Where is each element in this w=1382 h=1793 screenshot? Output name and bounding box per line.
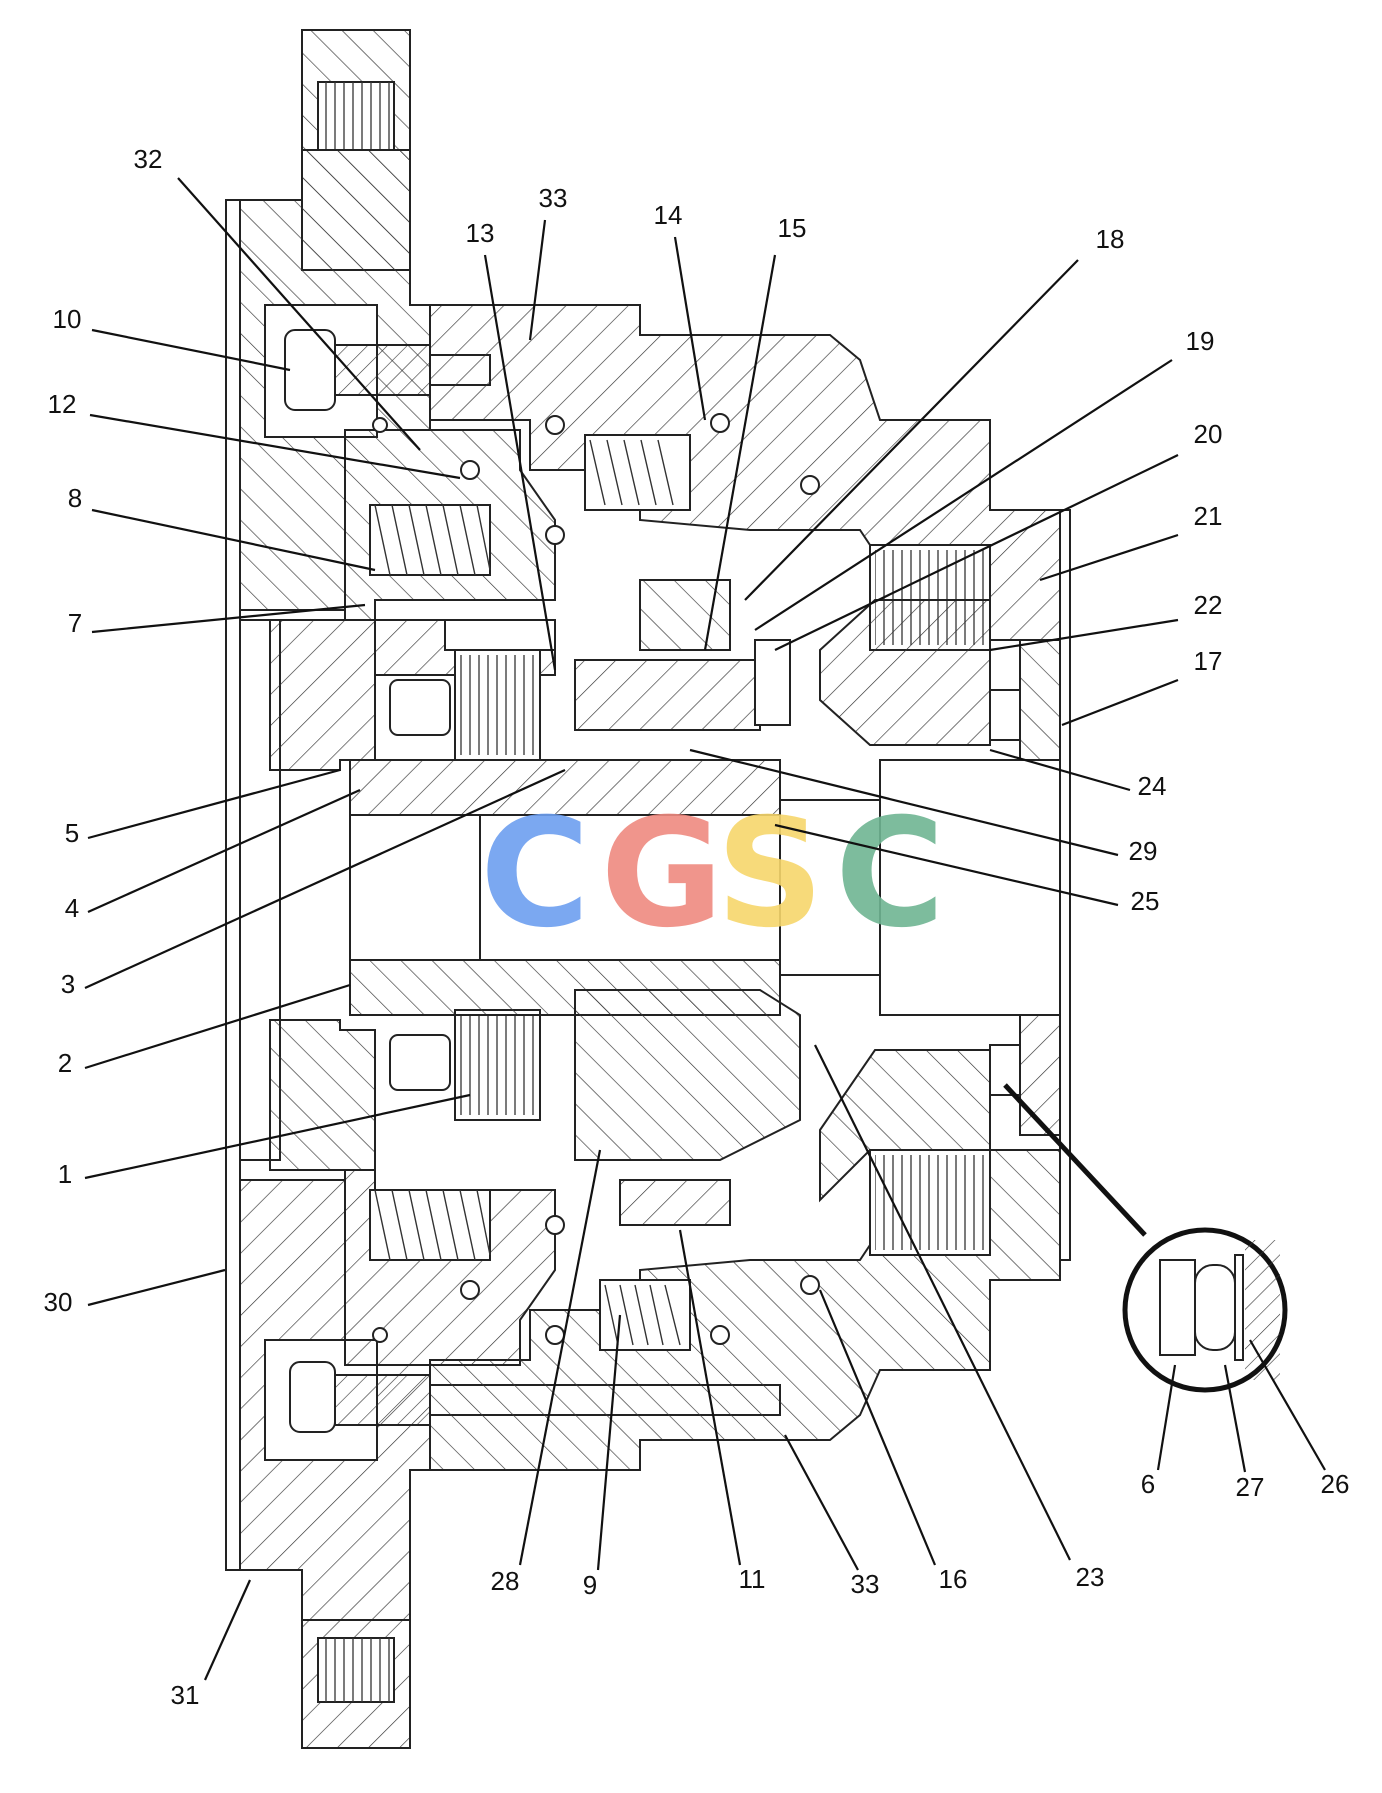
leader-line-33 (784, 1434, 859, 1571)
leader-line-27 (1223, 1364, 1247, 1473)
callout-label-30: 30 (44, 1287, 73, 1317)
callout-label-14: 14 (654, 200, 683, 230)
callout-label-2: 2 (58, 1048, 72, 1078)
leader-line-24 (989, 748, 1131, 792)
callout-label-23: 23 (1076, 1562, 1105, 1592)
leader-line-29 (689, 748, 1119, 857)
callout-label-27: 27 (1236, 1472, 1265, 1502)
leader-line-32 (177, 177, 421, 451)
callout-label-33: 33 (851, 1569, 880, 1599)
leader-line-23 (814, 1044, 1071, 1561)
callout-label-17: 17 (1194, 646, 1223, 676)
leader-line-26 (1249, 1339, 1326, 1471)
callout-label-9: 9 (583, 1570, 597, 1600)
callout-label-31: 31 (171, 1680, 200, 1710)
callout-label-18: 18 (1096, 224, 1125, 254)
callout-label-3: 3 (61, 969, 75, 999)
callout-label-33: 33 (539, 183, 568, 213)
leader-line-20 (774, 454, 1179, 651)
leader-line-30 (87, 1268, 226, 1307)
leader-line-10 (91, 328, 291, 372)
callout-label-13: 13 (466, 218, 495, 248)
callout-label-8: 8 (68, 483, 82, 513)
leader-line-11 (678, 1229, 742, 1566)
leader-line-8 (91, 508, 376, 572)
callout-label-25: 25 (1131, 886, 1160, 916)
callout-label-22: 22 (1194, 590, 1223, 620)
callout-label-4: 4 (65, 893, 79, 923)
leader-line-9 (596, 1314, 622, 1571)
spring-pack-upper (369, 434, 691, 576)
callout-label-10: 10 (53, 304, 82, 334)
mounting-flange (225, 29, 431, 1749)
callout-label-26: 26 (1321, 1469, 1350, 1499)
callout-label-32: 32 (134, 144, 163, 174)
callout-label-5: 5 (65, 818, 79, 848)
gear-upper (574, 579, 1021, 746)
callout-label-6: 6 (1141, 1469, 1155, 1499)
leader-line-14 (673, 236, 707, 421)
leader-line-12 (89, 413, 461, 480)
leader-line-22 (989, 618, 1179, 652)
callout-label-7: 7 (68, 608, 82, 638)
brake-discs-left (389, 649, 541, 1121)
shaft (349, 759, 1061, 1016)
callout-label-29: 29 (1129, 836, 1158, 866)
callout-label-21: 21 (1194, 501, 1223, 531)
callout-label-15: 15 (778, 213, 807, 243)
leader-line-19 (754, 359, 1173, 631)
leader-line-17 (1061, 678, 1179, 727)
leader-line-28 (518, 1149, 602, 1566)
end-cover (1019, 509, 1071, 1261)
leader-line-3 (84, 768, 566, 990)
leader-line-25 (774, 823, 1119, 907)
leader-line-1 (84, 1093, 471, 1180)
leader-line-5 (87, 768, 341, 840)
callout-label-24: 24 (1138, 771, 1167, 801)
leader-line-15 (703, 254, 777, 651)
leader-line-7 (91, 603, 366, 634)
callout-label-16: 16 (939, 1564, 968, 1594)
callout-label-20: 20 (1194, 419, 1223, 449)
leader-line-4 (87, 788, 361, 914)
callout-label-19: 19 (1186, 326, 1215, 356)
leader-line-16 (818, 1289, 937, 1566)
leader-line-13 (483, 254, 557, 671)
callout-label-11: 11 (739, 1564, 766, 1594)
gear-lower (574, 989, 1021, 1226)
leader-line-2 (84, 983, 351, 1070)
watermark-letter: G (600, 787, 723, 961)
callout-label-1: 1 (58, 1159, 72, 1189)
callout-label-28: 28 (491, 1566, 520, 1596)
leader-line-31 (203, 1579, 252, 1681)
leader-line-18 (744, 259, 1079, 601)
callout-label-12: 12 (48, 389, 77, 419)
leader-line-21 (1039, 533, 1179, 582)
detail-inset (1003, 1083, 1288, 1393)
watermark-letter: C (480, 787, 590, 961)
watermark-letter: S (716, 787, 824, 961)
leader-line-33 (528, 219, 547, 341)
upper-bolt (264, 304, 491, 438)
spring-pack-lower (369, 1189, 691, 1351)
watermark-letter: C (835, 787, 945, 961)
seal-balls (372, 413, 820, 1345)
leader-line-6 (1156, 1364, 1177, 1471)
